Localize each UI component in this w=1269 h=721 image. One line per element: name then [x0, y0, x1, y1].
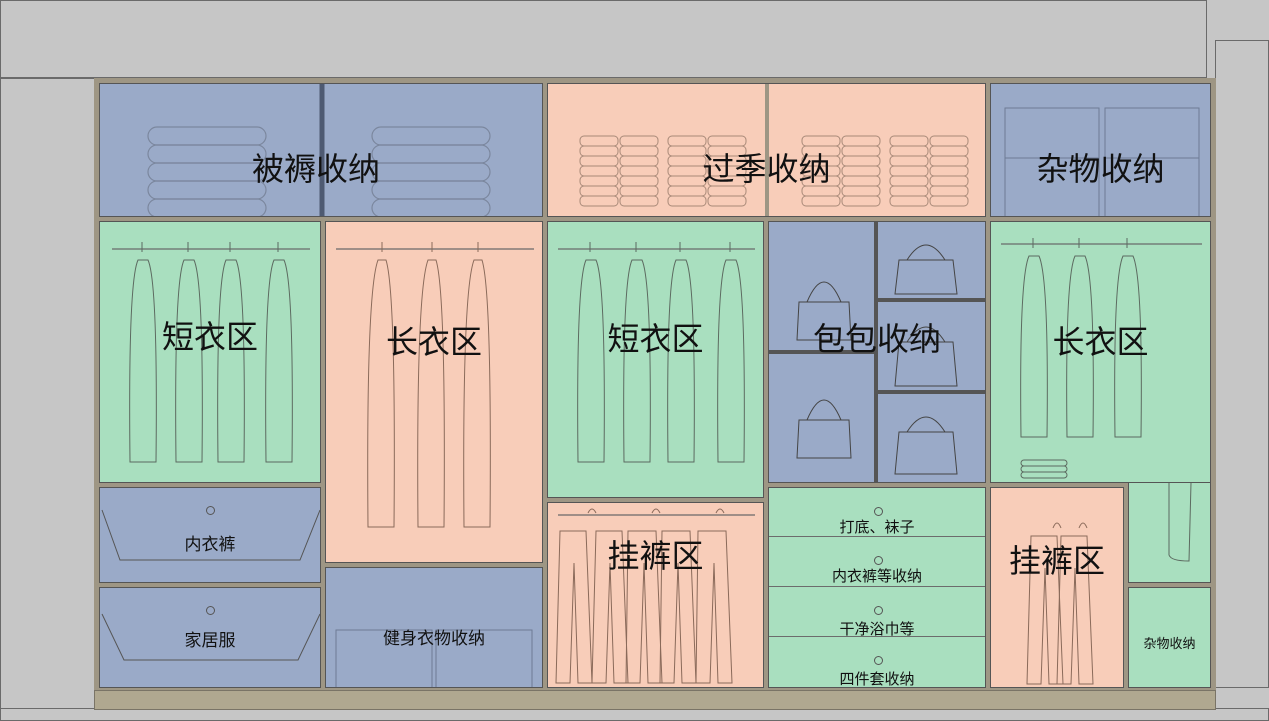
fitness-clothes-label: 健身衣物收纳 — [383, 629, 485, 649]
bag-storage-label: 包包收纳 — [812, 320, 941, 358]
drawer-outline — [101, 509, 320, 561]
drawer-divider — [769, 536, 985, 537]
underwear-label: 内衣裤 — [184, 535, 236, 555]
drawer-label-2: 内衣裤等收纳 — [831, 567, 922, 585]
right-wall — [1215, 40, 1269, 688]
drawer-label-3: 干净浴巾等 — [839, 620, 915, 638]
storage-box-icon — [1004, 107, 1200, 216]
folded-quilt-icon — [147, 84, 491, 216]
misc-storage-top-zone: 杂物收纳 — [990, 83, 1211, 217]
drawer-knob — [206, 506, 215, 515]
pants-hanging-label-2: 挂裤区 — [1008, 542, 1105, 580]
pants-hanging-zone-1: 挂裤区 — [547, 502, 764, 688]
drawer-label-4: 四件套收纳 — [839, 670, 915, 688]
long-hanging-strip — [1128, 483, 1211, 583]
drawer-knob — [874, 507, 883, 516]
hanging-pants-icon — [1026, 522, 1094, 685]
hanging-shirt-icon — [1168, 483, 1192, 562]
long-clothes-zone-2: 长衣区 — [990, 221, 1211, 483]
drawer-knob — [206, 606, 215, 615]
short-clothes-zone-2: 短衣区 — [547, 221, 764, 498]
hanging-shirt-icon — [1001, 238, 1202, 479]
homewear-drawer: 家居服 — [99, 587, 321, 688]
long-clothes-label-2: 长衣区 — [1052, 323, 1149, 361]
folded-clothes-icon — [579, 84, 969, 216]
wardrobe-cabinet: 被褥收纳 短衣区 内衣裤 家居服 — [94, 78, 1216, 710]
drawer-outline — [101, 613, 320, 661]
drawer-divider — [769, 636, 985, 637]
drawer-knob — [874, 556, 883, 565]
long-clothes-label-1: 长衣区 — [385, 323, 482, 361]
plinth — [94, 690, 1216, 710]
misc-storage-small-zone: 杂物收纳 — [1128, 587, 1211, 688]
quilt-storage-zone: 被褥收纳 — [99, 83, 543, 217]
pants-hanging-label-1: 挂裤区 — [607, 537, 704, 575]
hanging-shirt-icon — [112, 242, 310, 463]
hanging-shirt-icon — [336, 242, 534, 528]
ceiling — [0, 0, 1207, 78]
left-wall — [0, 78, 96, 721]
hanging-pants-icon — [555, 508, 755, 684]
misc-storage-small-label: 杂物收纳 — [1143, 637, 1196, 652]
misc-storage-top-label: 杂物收纳 — [1036, 150, 1165, 188]
homewear-label: 家居服 — [184, 631, 236, 651]
underwear-drawer: 内衣裤 — [99, 487, 321, 583]
drawer-stack: 打底、袜子 内衣裤等收纳 干净浴巾等 四件套收纳 — [768, 487, 986, 688]
drawer-knob — [874, 656, 883, 665]
drawer-knob — [874, 606, 883, 615]
short-clothes-label-1: 短衣区 — [161, 318, 258, 356]
short-clothes-zone-1: 短衣区 — [99, 221, 321, 483]
pants-hanging-zone-2: 挂裤区 — [990, 487, 1124, 688]
drawer-label-1: 打底、袜子 — [839, 518, 915, 536]
offseason-storage-zone: 过季收纳 — [547, 83, 986, 217]
quilt-storage-label: 被褥收纳 — [251, 150, 380, 188]
offseason-storage-label: 过季收纳 — [702, 150, 831, 188]
long-clothes-zone-1: 长衣区 — [325, 221, 543, 563]
bag-storage-zone: 包包收纳 — [768, 221, 986, 483]
fitness-clothes-zone: 健身衣物收纳 — [325, 567, 543, 688]
handbag-icon — [769, 222, 985, 482]
hanging-shirt-icon — [558, 242, 755, 463]
short-clothes-label-2: 短衣区 — [607, 320, 704, 358]
storage-box-icon — [335, 629, 533, 687]
drawer-divider — [769, 586, 985, 587]
